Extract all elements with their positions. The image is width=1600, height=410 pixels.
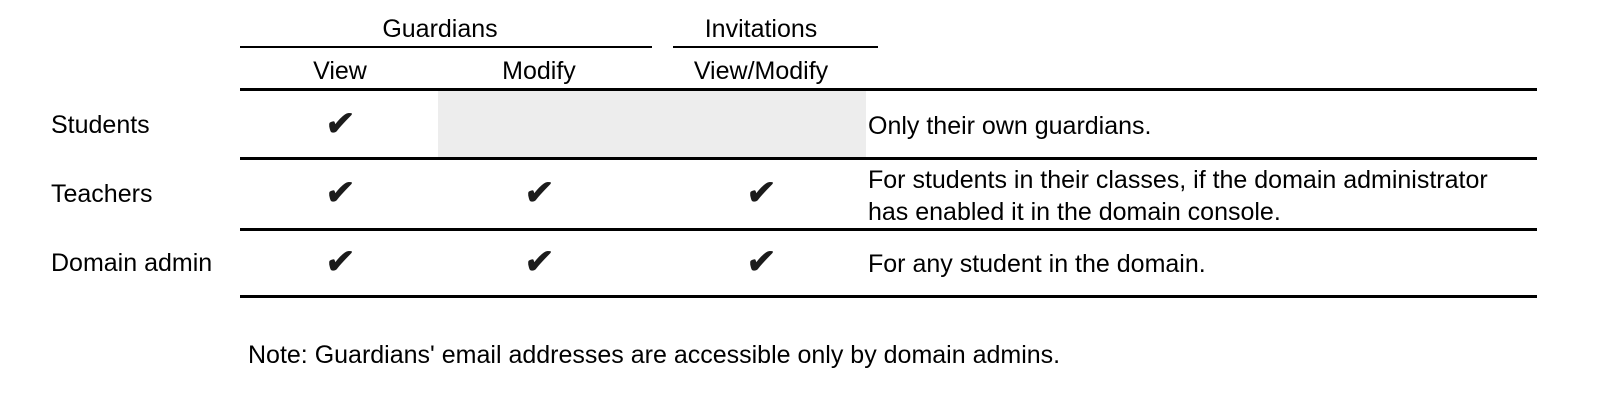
check-icon-teachers-invitations-view-modify: ✔ [744,174,778,212]
group-header-guardians: Guardians [382,15,498,43]
check-icon-teachers-guardians-modify: ✔ [522,174,556,212]
table-rule-bottom [240,295,1537,298]
group-rule-guardians [240,46,652,48]
check-icon-students-guardians-view: ✔ [323,105,357,143]
row-label-students: Students [51,111,150,139]
column-header-modify: Modify [502,57,576,85]
disabled-cell-students [438,91,866,157]
table-footnote: Note: Guardians' email addresses are acc… [248,341,1061,369]
check-icon-domain-admin-guardians-view: ✔ [323,243,357,281]
table-rule-after-teachers [240,228,1537,231]
row-label-teachers: Teachers [51,180,153,208]
table-rule-top [240,88,1537,91]
column-header-view-modify: View/Modify [693,57,829,85]
row-description-students: Only their own guardians. [868,112,1152,140]
group-rule-invitations [673,46,878,48]
check-icon-teachers-guardians-view: ✔ [323,174,357,212]
table-rule-after-students [240,157,1537,160]
check-icon-domain-admin-invitations-view-modify: ✔ [744,243,778,281]
column-header-view: View [313,57,367,85]
group-header-invitations: Invitations [704,15,818,43]
check-icon-domain-admin-guardians-modify: ✔ [522,243,556,281]
row-label-domain-admin: Domain admin [51,249,213,277]
row-description-teachers: For students in their classes, if the do… [868,166,1488,226]
row-description-domain-admin: For any student in the domain. [868,250,1206,278]
